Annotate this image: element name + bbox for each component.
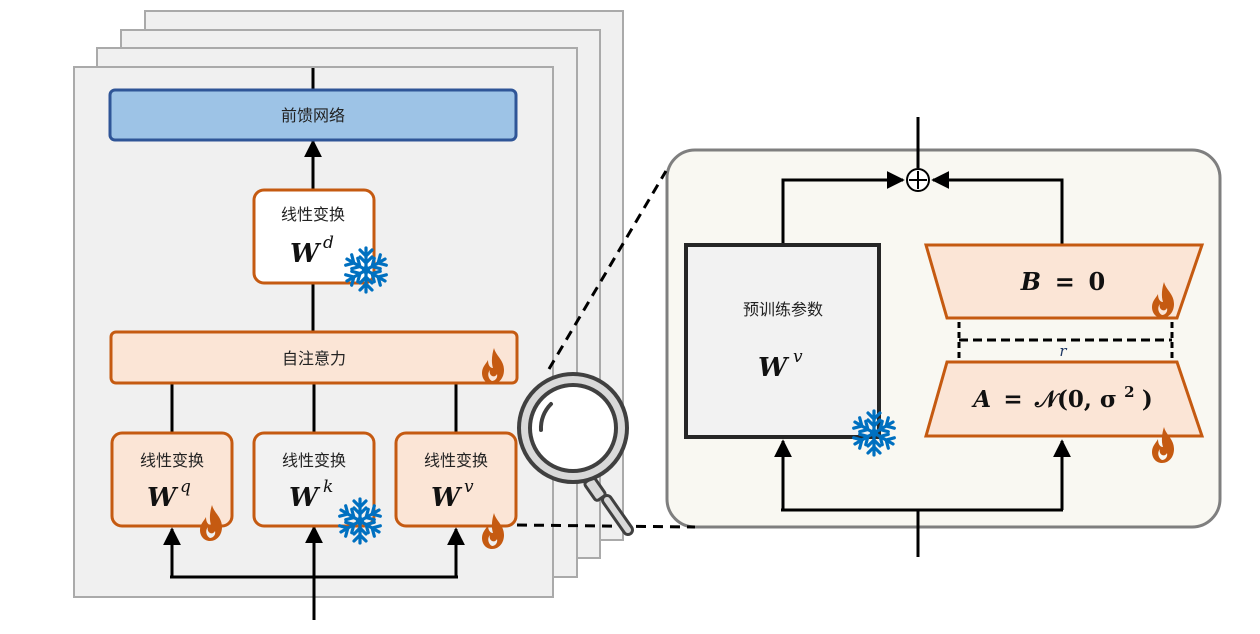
output-projection-label: 线性变换 — [281, 205, 345, 224]
value-projection-sup: v — [464, 477, 474, 497]
output-projection-block[interactable]: 线性变换 W d — [252, 188, 388, 292]
self-attention-block[interactable]: 自注意力 — [109, 330, 519, 385]
lora-a-equation: A = 𝒩(0, σ 2 ) — [971, 377, 1153, 413]
pretrained-sup: v — [793, 347, 803, 367]
feed-forward-block[interactable]: 前馈网络 — [108, 88, 518, 142]
lora-b-block[interactable]: B = 0 — [924, 243, 1205, 320]
query-projection-block[interactable]: 线性变换 W q — [110, 431, 234, 541]
query-projection-sup: q — [180, 477, 191, 497]
sum-node — [906, 168, 930, 192]
key-projection-label: 线性变换 — [282, 451, 346, 470]
output-projection-symbol: W — [290, 239, 322, 269]
query-projection-label: 线性变换 — [140, 451, 204, 470]
value-projection-symbol: W — [431, 483, 463, 513]
key-projection-block[interactable]: 线性变换 W k — [252, 431, 382, 543]
lora-a-lhs: A — [971, 386, 991, 413]
lora-a-block[interactable]: A = 𝒩(0, σ 2 ) — [924, 360, 1205, 463]
rank-label: r — [1059, 342, 1067, 360]
value-projection-block[interactable]: 线性变换 W v — [394, 431, 518, 549]
pretrained-label: 预训练参数 — [743, 300, 823, 319]
magnifier-icon — [517, 372, 634, 536]
lora-b-eq: = — [1055, 267, 1075, 296]
lora-b-equation: B = 0 — [1020, 267, 1105, 296]
pretrained-symbol: W — [758, 353, 790, 383]
output-projection-sup: d — [323, 233, 334, 253]
lora-a-rhs: 𝒩(0, σ — [1034, 386, 1117, 413]
key-projection-symbol: W — [289, 483, 321, 513]
ffn-label: 前馈网络 — [281, 106, 345, 125]
lora-a-rhs-sup: 2 — [1124, 383, 1134, 401]
left-connectors — [163, 68, 465, 620]
lora-b-lhs: B — [1020, 267, 1041, 296]
pretrained-weights-block[interactable]: 预训练参数 W v — [684, 243, 896, 455]
value-projection-label: 线性变换 — [424, 451, 488, 470]
lora-a-eq: = — [1003, 386, 1022, 413]
lora-b-rhs: 0 — [1088, 267, 1105, 296]
key-projection-sup: k — [323, 477, 333, 497]
right-connectors — [774, 117, 1071, 557]
query-projection-symbol: W — [147, 483, 179, 513]
callout-lines — [516, 170, 696, 529]
lora-a-rhs-end: ) — [1142, 386, 1153, 413]
rank-indicator — [957, 322, 1174, 358]
self-attention-label: 自注意力 — [282, 349, 346, 368]
